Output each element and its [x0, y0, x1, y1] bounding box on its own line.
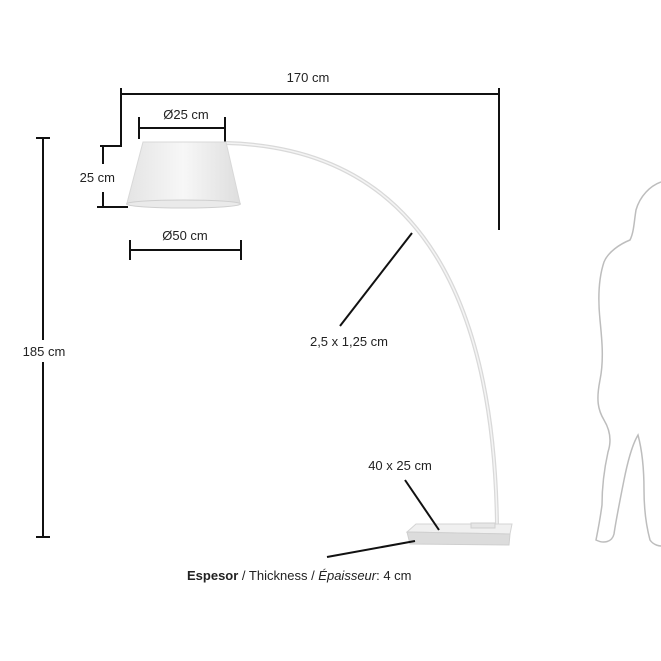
base-size-label: 40 x 25 cm — [368, 458, 432, 473]
thickness-pointer — [326, 540, 416, 558]
shade-height-label: 25 cm — [80, 170, 115, 185]
base-pointer — [404, 479, 440, 531]
marble-base — [405, 522, 513, 546]
shade-bottom-label: Ø50 cm — [162, 228, 208, 243]
height-label: 185 cm — [23, 344, 66, 359]
width-label: 170 cm — [287, 70, 330, 85]
human-silhouette — [595, 181, 661, 547]
thickness-label: Espesor / Thickness / Épaisseur: 4 cm — [187, 568, 412, 583]
separator: / — [238, 568, 249, 583]
height-dimension — [36, 137, 50, 538]
shade-height-dimension — [97, 147, 128, 208]
thickness-en: Thickness — [249, 568, 308, 583]
width-dimension — [100, 88, 500, 230]
thickness-fr: Épaisseur — [318, 568, 376, 583]
thickness-value: : 4 cm — [376, 568, 411, 583]
shade-top-dimension — [138, 117, 226, 142]
shade-bottom-dimension — [129, 240, 242, 260]
separator: / — [307, 568, 318, 583]
shade-top-label: Ø25 cm — [163, 107, 209, 122]
arm-section-label: 2,5 x 1,25 cm — [310, 334, 388, 349]
arm-pointer — [339, 232, 413, 327]
thickness-es: Espesor — [187, 568, 238, 583]
lamp-shade — [126, 141, 241, 209]
